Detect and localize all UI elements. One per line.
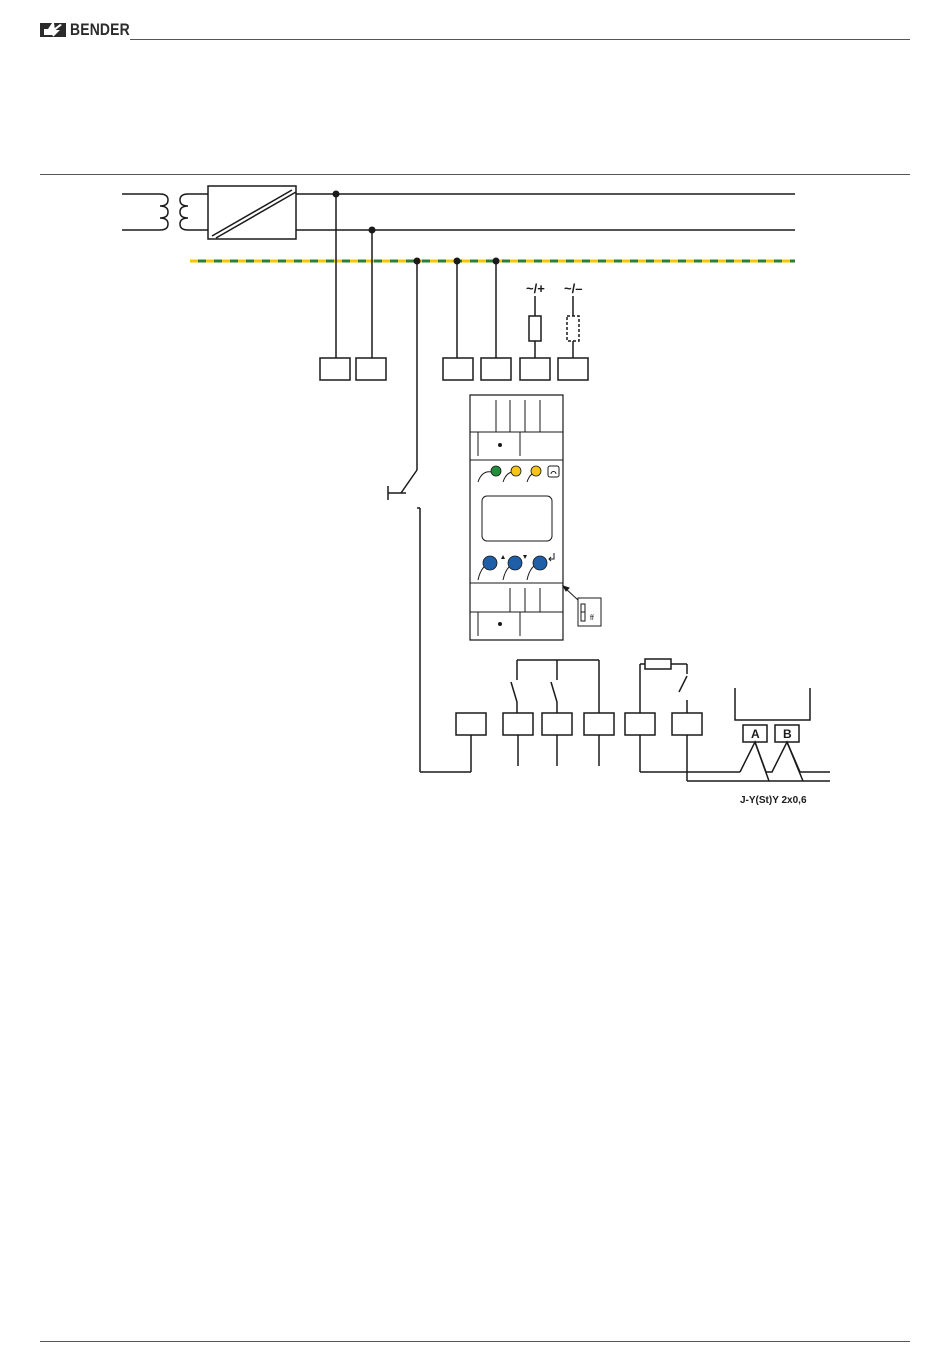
relay-contact-3-icon <box>679 676 687 692</box>
svg-text:ff: ff <box>590 615 594 622</box>
led-alarm2-yellow <box>531 466 541 476</box>
junction-dots <box>333 191 500 265</box>
terminal-l1 <box>320 358 350 380</box>
led-on-green <box>491 466 501 476</box>
led-alarm1-yellow <box>511 466 521 476</box>
relay-contact-icon <box>511 682 517 702</box>
footer-divider <box>40 1341 910 1342</box>
button-enter <box>533 556 547 570</box>
terminal-m-plus <box>625 713 655 735</box>
resistor-icon <box>645 659 671 669</box>
fuse-icon <box>529 316 541 341</box>
terminal-m-minus <box>672 713 702 735</box>
dip-switch-icon <box>563 586 601 626</box>
enter-arrow-icon <box>549 553 554 561</box>
terminal-l2 <box>356 358 386 380</box>
button-up <box>483 556 497 570</box>
supply-plus-label: ~/+ <box>526 281 545 296</box>
bus-b-label: B <box>783 727 792 741</box>
button-down <box>508 556 522 570</box>
relay-contact-2-icon <box>551 682 557 702</box>
terminal-t <box>456 713 486 735</box>
terminal-11 <box>503 713 533 735</box>
test-switch-icon <box>388 261 471 772</box>
fuse-optional-icon <box>567 316 579 341</box>
cable-label: J-Y(St)Y 2x0,6 <box>740 795 807 806</box>
terminal-a2 <box>558 358 588 380</box>
bus-bracket <box>735 688 810 720</box>
insulation-monitoring-device <box>470 395 563 640</box>
terminal-a1 <box>520 358 550 380</box>
terminal-14 <box>584 713 614 735</box>
transformer-icon <box>122 194 208 230</box>
bus-a-label: A <box>751 727 760 741</box>
arrow-up-icon <box>501 555 505 559</box>
converter-icon <box>208 186 296 239</box>
terminal-ke <box>481 358 511 380</box>
device-display <box>482 496 552 541</box>
arrow-down-icon <box>523 555 527 559</box>
terminal-12 <box>542 713 572 735</box>
terminal-e <box>443 358 473 380</box>
supply-minus-label: ~/– <box>564 281 582 296</box>
